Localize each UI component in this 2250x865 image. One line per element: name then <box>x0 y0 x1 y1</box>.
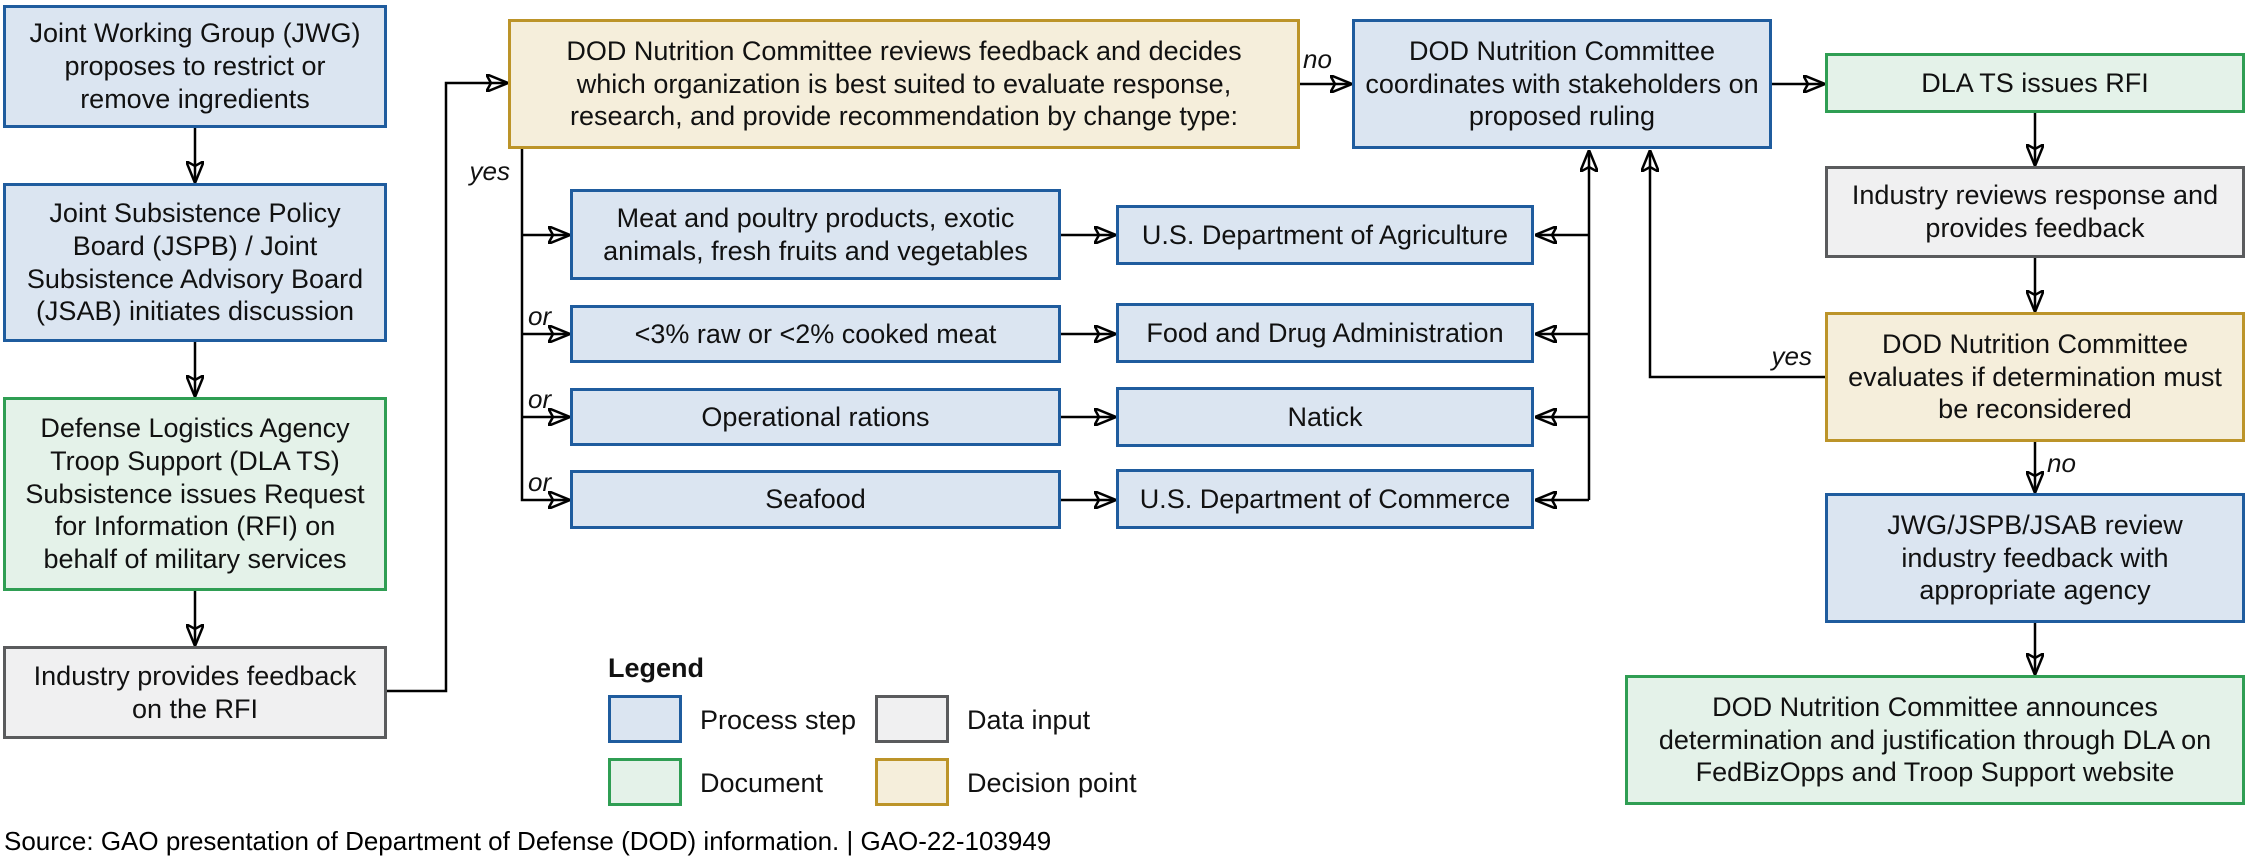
source-citation: Source: GAO presentation of Department o… <box>4 826 1052 856</box>
node-jwg-review-feedback: JWG/JSPB/JSAB review industry feedback w… <box>1825 493 2245 623</box>
edge-label-no-decision2: no <box>2047 448 2076 478</box>
edge-label-or-1: or <box>528 301 552 331</box>
node-dla-ts-issues-rfi-doc: Defense Logistics Agency Troop Support (… <box>3 397 387 591</box>
node-dlats-issues-rfi: DLA TS issues RFI <box>1825 53 2245 113</box>
legend-label-process-step: Process step <box>700 705 857 735</box>
legend-label-data-input: Data input <box>967 705 1091 735</box>
node-category-raw-cooked-meat: <3% raw or <2% cooked meat <box>570 305 1061 363</box>
node-category-meat-poultry: Meat and poultry products, exotic animal… <box>570 189 1061 280</box>
legend-swatch-data-input <box>875 695 949 743</box>
edge-label-yes-decision1: yes <box>469 156 510 186</box>
node-coordinates-stakeholders: DOD Nutrition Committee coordinates with… <box>1352 19 1772 149</box>
node-category-operational-rations: Operational rations <box>570 388 1061 446</box>
node-jwg-proposes: Joint Working Group (JWG) proposes to re… <box>3 5 387 128</box>
node-announce-determination: DOD Nutrition Committee announces determ… <box>1625 675 2245 805</box>
node-jspb-jsab-initiates: Joint Subsistence Policy Board (JSPB) / … <box>3 183 387 342</box>
edge-label-or-2: or <box>528 384 552 414</box>
edge-label-yes-decision2: yes <box>1771 341 1812 371</box>
legend-title: Legend <box>608 653 705 683</box>
node-agency-commerce: U.S. Department of Commerce <box>1116 469 1534 529</box>
node-decision-reviews-feedback: DOD Nutrition Committee reviews feedback… <box>508 19 1300 149</box>
legend-swatch-decision-point <box>875 758 949 806</box>
legend-swatch-document <box>608 758 682 806</box>
node-category-seafood: Seafood <box>570 470 1061 529</box>
node-decision-reconsidered: DOD Nutrition Committee evaluates if det… <box>1825 312 2245 442</box>
node-agency-natick: Natick <box>1116 387 1534 447</box>
edge-label-or-3: or <box>528 467 552 497</box>
legend-label-document: Document <box>700 768 824 798</box>
node-agency-fda: Food and Drug Administration <box>1116 303 1534 363</box>
edge-label-no-decision1: no <box>1303 44 1332 74</box>
legend-label-decision-point: Decision point <box>967 768 1137 798</box>
legend-swatch-process-step <box>608 695 682 743</box>
node-agency-usda: U.S. Department of Agriculture <box>1116 205 1534 265</box>
node-industry-reviews-response: Industry reviews response and provides f… <box>1825 166 2245 258</box>
node-industry-feedback-rfi: Industry provides feedback on the RFI <box>3 646 387 739</box>
